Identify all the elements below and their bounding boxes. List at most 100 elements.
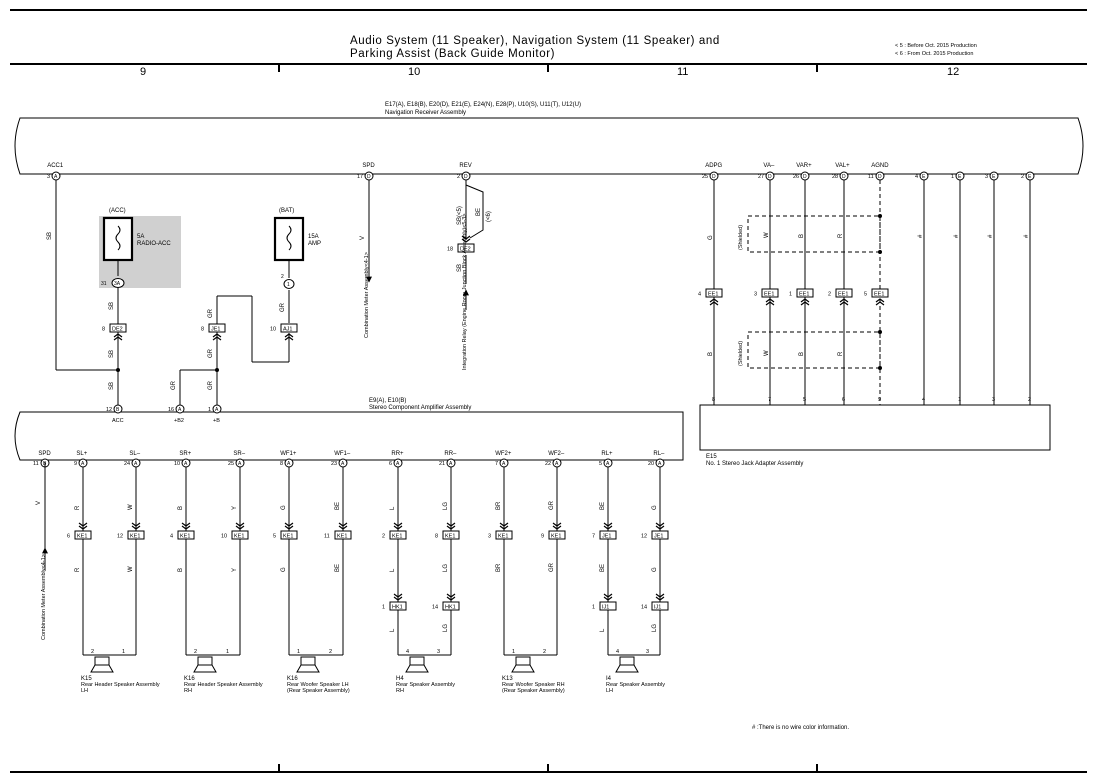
secondary-connector-2-chevron xyxy=(603,593,613,598)
amp-terminal-label-0: SPD xyxy=(38,451,51,457)
secondary-connector-2-pin: 1 xyxy=(592,605,595,611)
navigation-receiver-assembly: E17(A), E18(B), E20(D), E21(E), E24(N), … xyxy=(14,102,1084,175)
lower-connector-8-chevron xyxy=(499,525,509,530)
ee1-connector-3-chevron xyxy=(839,298,849,303)
ee1-connector-1-pin: 3 xyxy=(754,292,757,298)
amp-top-label-2: +B xyxy=(213,418,220,424)
speaker-name-1-1: Rear Header Speaker Assembly xyxy=(184,682,263,688)
lower-wire-label-up-1: W xyxy=(128,504,134,510)
amp-terminal-label-12: RL– xyxy=(653,451,665,457)
ee1-connector-2-chevron xyxy=(800,298,810,303)
lower-connector-10-chevron xyxy=(603,522,613,527)
wire-v-spd: V xyxy=(360,236,366,240)
lower-wire-label-low-10: L xyxy=(600,628,606,632)
dest-combination-meter-1: Combination Meter Assembly<4-1> xyxy=(364,252,370,338)
lower-connector-7-chevron xyxy=(446,522,456,527)
secondary-connector-3-pin: 14 xyxy=(641,605,647,611)
fuse-pin-2: 2 xyxy=(281,274,284,280)
lower-wire-label-mid-7: LG xyxy=(443,564,449,572)
ee1-connector-0-box xyxy=(705,288,723,298)
jack-pin-6: 1 xyxy=(958,397,961,403)
speaker-pin-right-2: 2 xyxy=(329,649,332,655)
wire-sb5: SB(<5) xyxy=(457,206,463,225)
lower-connector-3-label: KE1 xyxy=(234,534,244,540)
wire-r-val: R xyxy=(838,233,844,238)
lower-connector-1-pin: 12 xyxy=(117,534,123,540)
speaker-pin-right-5: 3 xyxy=(646,649,649,655)
wire-gr-3: GR xyxy=(208,380,214,390)
nav-terminal-4-conn: D xyxy=(768,174,772,180)
nav-connectors: E17(A), E18(B), E20(D), E21(E), E24(N), … xyxy=(385,102,581,108)
note-before: < 5 : Before Oct. 2015 Production xyxy=(895,43,977,49)
ee1-connector-0-pin: 4 xyxy=(698,292,701,298)
secondary-connector-1-chevron xyxy=(446,593,456,598)
secondary-connector-2-label: IJ1 xyxy=(602,605,609,611)
jack-pin-2: 5 xyxy=(803,397,806,403)
column-number-10: 10 xyxy=(408,66,421,78)
lower-connector-0-pin: 6 xyxy=(67,534,70,540)
lower-wire-label-low-8: BR xyxy=(496,563,502,572)
amp-terminal-4-conn: A xyxy=(238,461,242,467)
lower-connector-2-chevron xyxy=(181,522,191,527)
ee1-connector-0-chevron xyxy=(709,298,719,303)
nav-terminal-11-conn: E xyxy=(1028,174,1032,180)
wire-w-va: W xyxy=(764,232,770,238)
nav-terminal-label-3: ADPG xyxy=(705,163,722,169)
speaker-icon-cone-0 xyxy=(90,664,114,673)
nav-terminal-2-num: 2 xyxy=(457,174,460,180)
nav-terminal-6-conn: D xyxy=(842,174,846,180)
lower-connector-8-label: KE1 xyxy=(498,534,508,540)
amp-terminal-0-num: 11 xyxy=(33,461,39,467)
ee1-connector-3-box xyxy=(835,288,853,298)
jack-pin-0: 8 xyxy=(712,397,715,403)
fuse-radio-acc: (ACC) 5A RADIO-ACC 3A 31 xyxy=(99,208,181,288)
fuse-group-bat: (BAT) xyxy=(279,208,294,214)
lower-wire-label-up-6: L xyxy=(390,506,396,510)
lower-connector-7-box xyxy=(442,530,460,540)
lower-connector-4-chevron xyxy=(284,525,294,530)
nav-terminal-3-num: 25 xyxy=(702,174,708,180)
fuse-amp: (BAT) 15A AMP 1 2 xyxy=(273,208,321,289)
ee1-connector-4-pin: 5 xyxy=(864,292,867,298)
secondary-connector-3-chevron xyxy=(655,596,665,601)
amp-terminal-8-num: 21 xyxy=(439,461,445,467)
nav-terminal-8-conn: E xyxy=(922,174,926,180)
wire-hash-3: # xyxy=(988,234,994,238)
amp-terminal-label-10: WF2– xyxy=(548,451,565,457)
secondary-connector-2-chevron xyxy=(603,596,613,601)
amp-terminal-9-num: 7 xyxy=(495,461,498,467)
jack-pin-7: 3 xyxy=(992,397,995,403)
jack-wire-labels: G W B R # # # # B W B R (Shielded) (Shie… xyxy=(708,225,1030,366)
lower-connector-8-box xyxy=(495,530,513,540)
jack-pin-1: 7 xyxy=(768,397,771,403)
amp-name: Stereo Component Amplifier Assembly xyxy=(369,405,471,411)
amp-terminal-1-conn: A xyxy=(81,461,85,467)
lower-wire-label-low-4: G xyxy=(281,567,287,572)
amp-terminal-1-num: 9 xyxy=(74,461,77,467)
jack-pin-4: 9 xyxy=(878,397,881,403)
secondary-connector-3-label: IJ1 xyxy=(654,605,661,611)
lower-wire-label-low-2: B xyxy=(178,568,184,572)
speaker-name-1-3: Rear Speaker Assembly xyxy=(396,682,455,688)
amp-terminal-label-3: SR+ xyxy=(179,451,191,457)
lower-connector-11-chevron xyxy=(655,522,665,527)
lower-connector-6-pin: 2 xyxy=(382,534,385,540)
wire-g-adpg: G xyxy=(708,235,714,240)
amp-terminal-label-8: RR– xyxy=(444,451,457,457)
junction-de2-8-label: DE2 xyxy=(112,327,123,333)
lower-connector-9-box xyxy=(548,530,566,540)
lower-connector-1-label: KE1 xyxy=(130,534,140,540)
ee1-connector-1-chevron xyxy=(765,301,775,306)
amplifier-assembly: E9(A), E10(B) Stereo Component Amplifier… xyxy=(14,398,684,461)
nav-terminal-3-conn: D xyxy=(712,174,716,180)
column-number-11: 11 xyxy=(677,66,689,78)
wire-sb-1: SB xyxy=(47,232,53,240)
speaker-pin-right-3: 3 xyxy=(437,649,440,655)
dest-integration-relay: Integration Relay (Engine Room Junction … xyxy=(462,213,468,370)
nav-terminal-5-conn: D xyxy=(803,174,807,180)
lower-connector-8-pin: 3 xyxy=(488,534,491,540)
lower-wire-label-up-0: R xyxy=(75,505,81,510)
lower-wire-label-low-6: L xyxy=(390,628,396,632)
